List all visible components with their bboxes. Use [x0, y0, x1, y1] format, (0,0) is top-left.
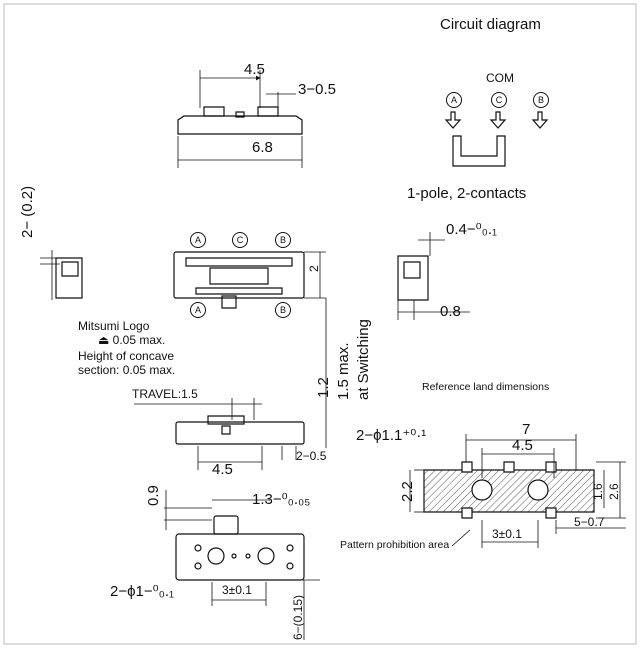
front-tag-a-top: A: [190, 232, 206, 248]
side-right-dim-bottom: 0.8: [440, 303, 461, 320]
front-view-drawing: [174, 252, 326, 448]
travel-dim-pitch: 4.5: [212, 461, 233, 478]
land-dim-45: 4.5: [512, 437, 533, 454]
land-title: Reference land dimensions: [422, 381, 550, 393]
bottom-dim-3: 3±0.1: [222, 583, 252, 597]
bottom-dim-015: 6−(0.15): [291, 594, 305, 640]
side-right-dim-top: 0.4−⁰₀.₁: [446, 221, 498, 238]
land-dim-pad: 5−0.7: [574, 515, 605, 529]
front-tag-b-top: B: [275, 232, 291, 248]
land-dim-16: 1.6: [591, 483, 605, 500]
front-tag-c-top: C: [232, 232, 248, 248]
travel-dim-terminal: 2−0.5: [296, 449, 327, 463]
bottom-dim-hole: 2−ϕ1−⁰₀.₁: [110, 583, 175, 600]
logo-note-1: Mitsumi Logo: [78, 319, 150, 333]
concave-note-2: section: 0.05 max.: [78, 363, 176, 377]
bottom-view-drawing: [164, 490, 320, 640]
land-dim-22: 2.2: [399, 481, 416, 502]
travel-view-drawing: [134, 398, 304, 470]
circuit-terminal-b: B: [533, 92, 549, 108]
circuit-com-label: COM: [486, 71, 514, 85]
land-dim-3: 3±0.1: [492, 527, 522, 541]
page-border: [4, 4, 636, 644]
circuit-caption: 1-pole, 2-contacts: [407, 185, 527, 202]
land-dim-hole: 2−ϕ1.1⁺⁰·¹: [356, 427, 427, 444]
circuit-title: Circuit diagram: [440, 16, 541, 33]
side-left-dim: 2− (0.2): [19, 185, 36, 238]
switching-max-2: at Switching: [355, 319, 372, 400]
side-right-drawing: [398, 232, 470, 320]
front-tag-b-bottom: B: [275, 302, 291, 318]
switching-dim-1-2: 1.2: [315, 377, 332, 398]
land-dim-26: 2.6: [607, 483, 621, 500]
land-dim-7: 7: [522, 421, 531, 438]
circuit-drawing: [446, 112, 547, 166]
front-dim-height: 2: [307, 265, 321, 272]
logo-note-2: ⏏ 0.05 max.: [98, 333, 166, 347]
land-pattern-note: Pattern prohibition area: [340, 539, 450, 551]
land-drawing: [410, 434, 626, 548]
top-view-drawing: [178, 70, 302, 168]
travel-label: TRAVEL:1.5: [132, 387, 198, 401]
top-dim-pitch: 4.5: [244, 61, 265, 78]
side-left-drawing: [40, 250, 82, 300]
circuit-terminal-c: C: [491, 92, 507, 108]
top-dim-width: 6.8: [252, 139, 273, 156]
top-dim-terminal: 3−0.5: [298, 81, 336, 98]
concave-note-1: Height of concave: [78, 349, 175, 363]
bottom-dim-13: 1.3−⁰₀.₀₅: [252, 491, 311, 508]
front-tag-a-bottom: A: [190, 302, 206, 318]
circuit-terminal-a: A: [446, 92, 462, 108]
bottom-dim-09: 0.9: [145, 485, 162, 506]
switching-max-1: 1.5 max.: [335, 342, 352, 400]
